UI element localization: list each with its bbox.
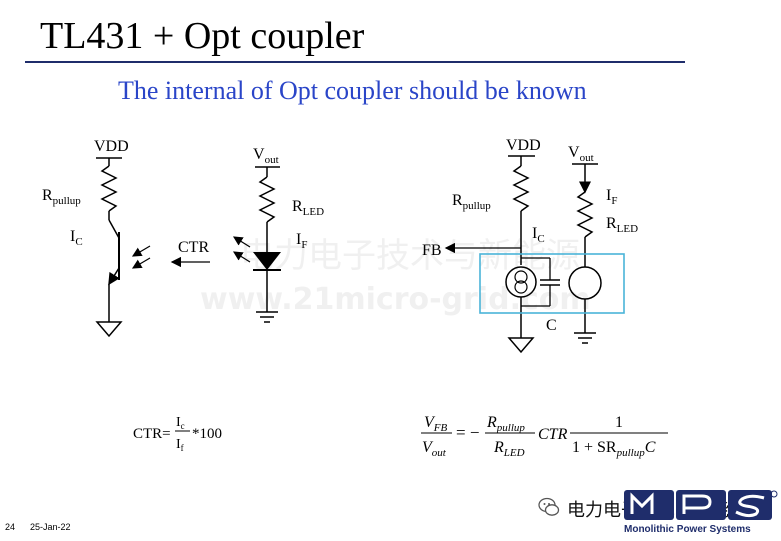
equals-minus: = − xyxy=(456,423,479,442)
background-watermark-cn: 电力电子技术与新能源 xyxy=(240,236,580,276)
ctr-term: CTR xyxy=(538,426,568,443)
pullup-resistor xyxy=(100,165,118,212)
label-fb: FB xyxy=(422,242,442,259)
transistor-emitter xyxy=(108,267,120,286)
ctr-formula-rhs: *100 xyxy=(192,426,222,442)
label-vout-right: Vout xyxy=(568,144,594,164)
ground-symbol-left xyxy=(95,321,123,338)
led-resistor-right xyxy=(576,191,594,238)
pullup-resistor-right xyxy=(512,165,530,212)
title-divider xyxy=(25,61,685,63)
label-vdd-left: VDD xyxy=(94,138,129,155)
ctr-formula-denominator: If xyxy=(176,437,184,453)
logo-caption: Monolithic Power Systems xyxy=(624,524,751,535)
rpullup-term: Rpullup xyxy=(486,414,525,434)
label-if-left: IF xyxy=(296,231,307,251)
label-rpullup-left: Rpullup xyxy=(42,187,81,207)
ctr-formula: CTR= Ic If *100 xyxy=(133,415,222,453)
emit-arrow xyxy=(232,251,251,263)
light-arrow xyxy=(131,257,151,269)
led-resistor xyxy=(258,176,276,223)
ground-symbol-right xyxy=(507,337,535,354)
right-equivalent-circuit xyxy=(444,155,625,354)
label-vdd-right: VDD xyxy=(506,137,541,154)
light-arrow xyxy=(131,245,151,257)
slide-subtitle: The internal of Opt coupler should be kn… xyxy=(118,76,587,105)
emit-arrow xyxy=(232,236,251,248)
label-ic-right: IC xyxy=(532,225,545,245)
background-watermark-url: www.21micro-grid.com xyxy=(200,282,591,317)
left-led-circuit xyxy=(232,166,281,323)
ctr-formula-lhs: CTR= xyxy=(133,426,171,442)
slide-date: 25-Jan-22 xyxy=(30,522,71,532)
vfb-term: VFB xyxy=(424,414,448,434)
transistor-collector xyxy=(108,219,120,239)
label-ic-left: IC xyxy=(70,228,83,248)
label-vout-left: Vout xyxy=(253,146,279,166)
mps-logo xyxy=(624,490,778,520)
vout-term: Vout xyxy=(422,439,447,459)
label-if-right: IF xyxy=(606,187,617,207)
led-equivalent-source xyxy=(568,266,602,300)
label-rled-right: RLED xyxy=(606,215,638,235)
label-rled-left: RLED xyxy=(292,198,324,218)
one-numerator: 1 xyxy=(615,414,623,431)
transfer-function-formula: VFB Vout = − Rpullup RLED CTR 1 1 + SRpu… xyxy=(421,414,668,459)
label-ctr: CTR xyxy=(178,239,209,256)
ctr-formula-numerator: Ic xyxy=(176,415,185,431)
left-phototransistor-circuit xyxy=(95,157,210,338)
led-diode xyxy=(253,252,281,270)
label-c: C xyxy=(546,317,557,334)
label-rpullup-right: Rpullup xyxy=(452,192,491,212)
slide-title: TL431 + Opt coupler xyxy=(40,15,365,57)
optocoupler-highlight-box xyxy=(479,253,625,314)
rled-term: RLED xyxy=(493,439,525,459)
page-number: 24 xyxy=(5,522,16,532)
wechat-icon xyxy=(538,497,560,516)
denominator-term: 1 + SRpullupC xyxy=(572,439,656,459)
